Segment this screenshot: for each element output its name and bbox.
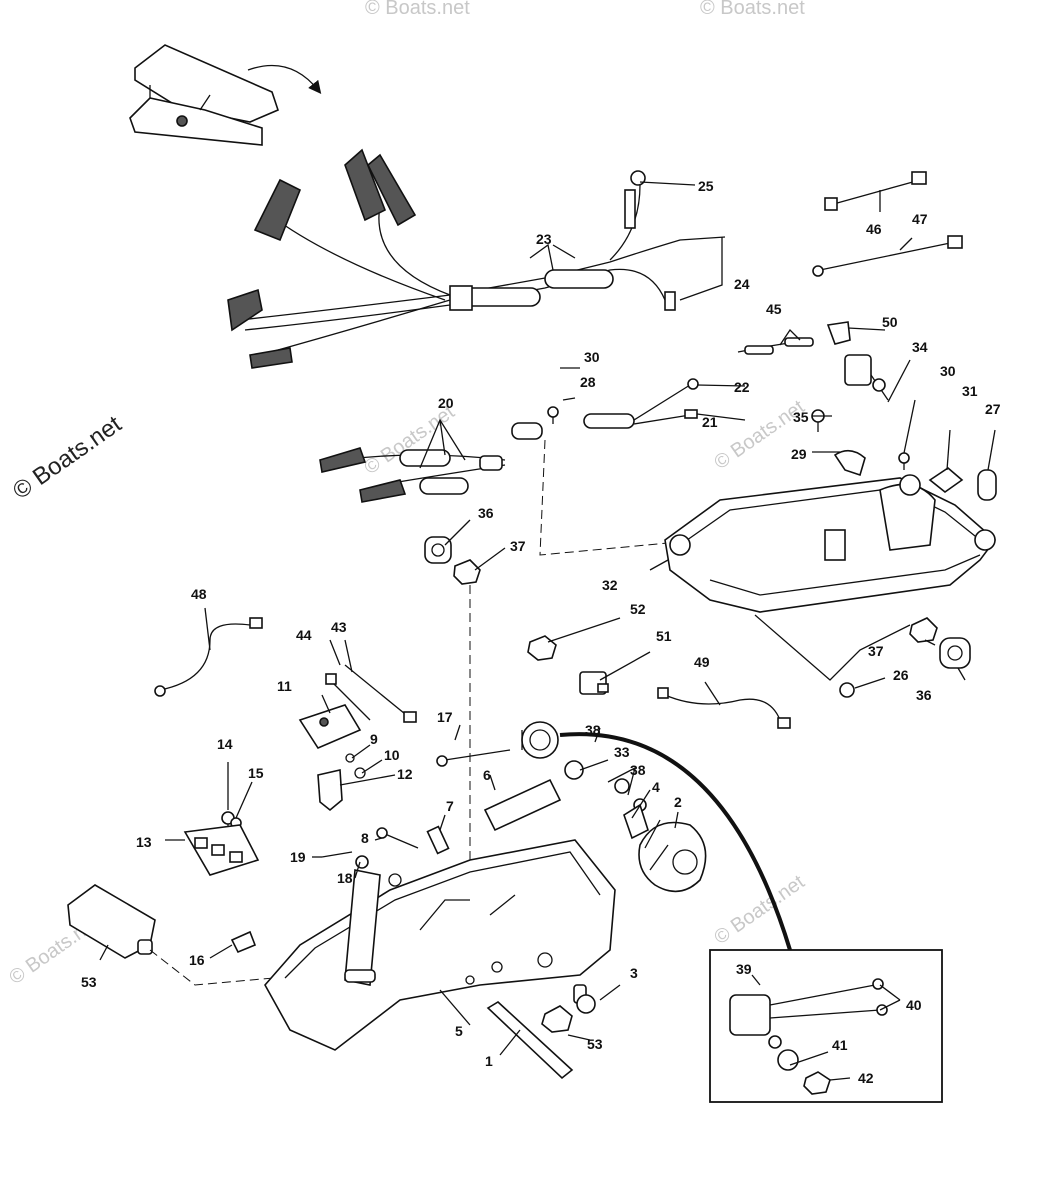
terminal-block-11 <box>298 704 366 812</box>
part-labels: 25 23 24 46 47 45 50 34 30 28 22 21 20 3… <box>81 178 1001 1086</box>
label-47: 47 <box>912 211 928 227</box>
label-25: 25 <box>698 178 714 194</box>
label-22: 22 <box>734 379 750 395</box>
watermark-mid: © Boats.net <box>360 401 459 479</box>
label-36-top: 36 <box>478 505 494 521</box>
bulb-3 <box>573 984 596 1014</box>
label-35: 35 <box>793 409 809 425</box>
label-8: 8 <box>361 830 369 846</box>
label-43: 43 <box>331 619 347 635</box>
label-16: 16 <box>189 952 205 968</box>
label-40: 40 <box>906 997 922 1013</box>
label-18: 18 <box>337 870 353 886</box>
label-21: 21 <box>702 414 718 430</box>
label-50: 50 <box>882 314 898 330</box>
label-12: 12 <box>397 766 413 782</box>
label-24: 24 <box>734 276 750 292</box>
control-cable <box>559 732 792 951</box>
label-34: 34 <box>912 339 928 355</box>
watermark-top: © Boats.net <box>365 0 470 19</box>
label-27: 27 <box>985 401 1001 417</box>
label-29: 29 <box>791 446 807 462</box>
ground-wire-48 <box>154 617 263 697</box>
label-26: 26 <box>893 667 909 683</box>
speed-knob-2 <box>638 819 707 893</box>
rod-1 <box>486 1001 574 1080</box>
label-30-top: 30 <box>584 349 600 365</box>
label-38-mid: 38 <box>630 762 646 778</box>
label-42: 42 <box>858 1070 874 1086</box>
label-38-top: 38 <box>585 722 601 738</box>
nut-52 <box>527 635 557 661</box>
bracket-and-bulb <box>898 452 997 501</box>
fuse-links <box>737 321 851 355</box>
wire-49 <box>657 687 791 729</box>
label-36-right: 36 <box>916 687 932 703</box>
label-3: 3 <box>630 965 638 981</box>
toggle-switch <box>844 354 889 401</box>
label-44: 44 <box>296 627 312 643</box>
label-17: 17 <box>437 709 453 725</box>
watermark-main: © Boats.net <box>8 410 127 504</box>
label-53-bottom: 53 <box>587 1036 603 1052</box>
battery-cable-harness <box>227 148 726 369</box>
charger-cable-set <box>319 378 699 503</box>
label-52: 52 <box>630 601 646 617</box>
label-28: 28 <box>580 374 596 390</box>
watermark-bottom-right: © Boats.net <box>710 871 809 949</box>
label-39: 39 <box>736 961 752 977</box>
label-11: 11 <box>277 678 292 694</box>
label-19: 19 <box>290 849 306 865</box>
label-20: 20 <box>438 395 454 411</box>
label-4: 4 <box>652 779 660 795</box>
foot-pedal <box>129 44 322 146</box>
battery-box-cover <box>664 474 997 681</box>
inset-panel <box>709 949 943 1103</box>
nut-37-left <box>453 559 481 585</box>
label-33: 33 <box>614 744 630 760</box>
switch-51 <box>579 671 609 695</box>
label-10: 10 <box>384 747 400 763</box>
label-49: 49 <box>694 654 710 670</box>
label-13: 13 <box>136 834 152 850</box>
watermark-mid-right: © Boats.net <box>710 396 809 474</box>
knob-36-right <box>939 637 971 669</box>
label-2: 2 <box>674 794 682 810</box>
leader-lines <box>99 181 996 1081</box>
knob-36-left <box>424 536 452 564</box>
label-48: 48 <box>191 586 207 602</box>
label-30-right: 30 <box>940 363 956 379</box>
label-1: 1 <box>485 1053 493 1069</box>
grommet-26 <box>839 682 855 698</box>
label-51: 51 <box>656 628 672 644</box>
label-23: 23 <box>536 231 552 247</box>
watermark-top-right: © Boats.net <box>700 0 805 19</box>
label-7: 7 <box>446 798 454 814</box>
label-6: 6 <box>483 767 491 783</box>
nut-53 <box>541 1005 573 1033</box>
label-14: 14 <box>217 736 233 752</box>
screw-and-clip <box>811 409 866 477</box>
label-53-left: 53 <box>81 974 97 990</box>
leads-43-44 <box>325 664 417 723</box>
lever-6 <box>483 778 562 832</box>
nut-37-right <box>909 617 938 643</box>
rod-17 <box>436 749 511 767</box>
label-5: 5 <box>455 1023 463 1039</box>
label-15: 15 <box>248 765 264 781</box>
control-box-5 <box>264 839 616 1051</box>
label-9: 9 <box>370 731 378 747</box>
label-37-top: 37 <box>510 538 526 554</box>
jumper-leads <box>812 171 963 277</box>
terminal-strip-13 <box>183 811 260 876</box>
label-41: 41 <box>832 1037 848 1053</box>
label-32: 32 <box>602 577 618 593</box>
label-37-right: 37 <box>868 643 884 659</box>
label-46: 46 <box>866 221 882 237</box>
label-45: 45 <box>766 301 782 317</box>
label-31: 31 <box>962 383 978 399</box>
